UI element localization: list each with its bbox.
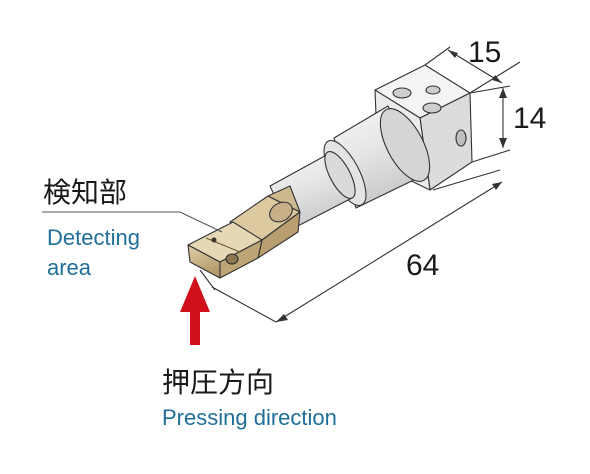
length-dimension-label: 64 (406, 249, 439, 282)
detecting-tip (187, 221, 263, 279)
detecting-area-jp: 検知部 (43, 176, 127, 209)
height-dimension-label: 14 (513, 102, 546, 135)
width-dimension-label: 15 (468, 36, 501, 69)
pressing-direction-jp: 押圧方向 (162, 366, 274, 399)
detecting-area-en-1: Detecting (47, 225, 140, 250)
press-arrow-icon (180, 276, 210, 345)
pressing-direction-en: Pressing direction (162, 405, 337, 430)
sensor-body (187, 64, 473, 279)
detecting-leader-line (42, 211, 223, 233)
dimension-arrowheads (276, 50, 507, 322)
detecting-area-en-2: area (47, 255, 92, 280)
